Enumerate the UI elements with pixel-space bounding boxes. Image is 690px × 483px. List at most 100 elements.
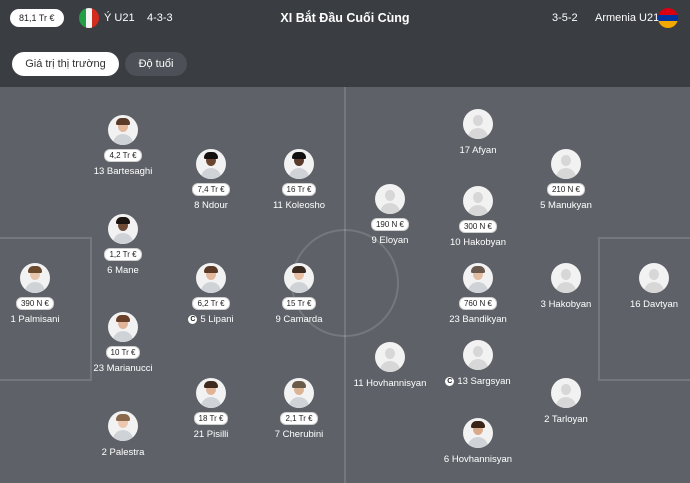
tab-age[interactable]: Độ tuổi: [125, 52, 187, 76]
captain-icon: C: [188, 315, 198, 324]
away-player-card[interactable]: 210 N € 5 Manukyan: [511, 149, 621, 211]
player-market-value: 6,2 Tr €: [192, 297, 230, 310]
player-name: 7 Cherubini: [244, 429, 354, 440]
italy-flag-icon: [79, 8, 99, 28]
player-name-label: 5 Manukyan: [540, 200, 592, 211]
player-name-label: 5 Lipani: [200, 314, 234, 325]
player-placeholder-icon: [463, 340, 493, 370]
player-name-label: 7 Cherubini: [274, 429, 324, 440]
player-photo: [108, 214, 138, 244]
home-player-card[interactable]: 16 Tr € 11 Koleosho: [244, 149, 354, 211]
player-name-label: 8 Ndour: [194, 200, 228, 211]
home-player-card[interactable]: 10 Tr € 23 Marianucci: [68, 312, 178, 374]
player-name-label: 21 Pisilli: [193, 429, 229, 440]
player-photo: [20, 263, 50, 293]
player-photo: [463, 263, 493, 293]
player-name: 1 Palmisani: [0, 314, 90, 325]
player-market-value: 390 N €: [15, 297, 55, 310]
player-name-label: 13 Sargsyan: [457, 376, 511, 387]
player-photo: [196, 263, 226, 293]
away-player-card[interactable]: 190 N € 9 Eloyan: [335, 184, 445, 246]
player-name: 5 Manukyan: [511, 200, 621, 211]
player-name: 2 Palestra: [68, 447, 178, 458]
player-market-value: 16 Tr €: [281, 183, 317, 196]
player-placeholder-icon: [375, 184, 405, 214]
home-player-card[interactable]: 7,4 Tr € 8 Ndour: [156, 149, 266, 211]
home-player-card[interactable]: 4,2 Tr € 13 Bartesaghi: [68, 115, 178, 177]
player-name-label: 10 Hakobyan: [450, 237, 506, 248]
player-market-value: 210 N €: [546, 183, 586, 196]
player-photo: [108, 115, 138, 145]
away-player-card[interactable]: 2 Tarloyan: [511, 378, 621, 425]
player-name: 16 Davtyan: [599, 299, 690, 310]
player-market-value: 760 N €: [458, 297, 498, 310]
player-photo: [196, 149, 226, 179]
away-player-card[interactable]: 300 N € 10 Hakobyan: [423, 186, 533, 248]
player-name-label: 6 Hovhannisyan: [443, 454, 513, 465]
home-team-name: Ý U21: [104, 12, 135, 24]
player-market-value: 4,2 Tr €: [104, 149, 142, 162]
player-name-label: 2 Tarloyan: [544, 414, 588, 425]
right-penalty-box: [598, 237, 690, 381]
tab-market-value[interactable]: Giá trị thị trường: [12, 52, 119, 76]
player-market-value: 300 N €: [458, 220, 498, 233]
player-placeholder-icon: [463, 109, 493, 139]
player-name: 6 Mane: [68, 265, 178, 276]
player-name: 10 Hakobyan: [423, 237, 533, 248]
player-name: 3 Hakobyan: [511, 299, 621, 310]
home-player-card[interactable]: 15 Tr €9 Camarda: [244, 263, 354, 325]
player-photo: [196, 378, 226, 408]
player-photo: [284, 378, 314, 408]
away-team-name: Armenia U21: [595, 12, 660, 24]
captain-icon: C: [445, 377, 455, 386]
player-name-label: 17 Afyan: [459, 145, 497, 156]
player-name: 11 Hovhannisyan: [335, 378, 445, 389]
player-name: 17 Afyan: [423, 145, 533, 156]
home-player-card[interactable]: 390 N € 1 Palmisani: [0, 263, 90, 325]
player-name: 23 Marianucci: [68, 363, 178, 374]
player-name-label: 11 Hovhannisyan: [353, 378, 427, 389]
player-name: 2 Tarloyan: [511, 414, 621, 425]
left-penalty-box: [0, 237, 92, 381]
player-name-label: 11 Koleosho: [272, 200, 326, 211]
away-player-card[interactable]: 17 Afyan: [423, 109, 533, 156]
player-market-value: 2,1 Tr €: [280, 412, 318, 425]
player-market-value: 190 N €: [370, 218, 410, 231]
player-name-label: 3 Hakobyan: [540, 299, 592, 310]
lineup-title: XI Bắt Đầu Cuối Cùng: [280, 11, 410, 25]
away-player-card[interactable]: 16 Davtyan: [599, 263, 690, 310]
player-placeholder-icon: [463, 186, 493, 216]
away-player-card[interactable]: 760 N € 23 Bandikyan: [423, 263, 533, 325]
player-name: 11 Koleosho: [244, 200, 354, 211]
away-player-card[interactable]: 3 Hakobyan: [511, 263, 621, 310]
player-name: 23 Bandikyan: [423, 314, 533, 325]
player-market-value: 10 Tr €: [105, 346, 141, 359]
home-market-value-badge: 81,1 Tr €: [10, 9, 64, 27]
player-name: 13 Bartesaghi: [68, 166, 178, 177]
player-market-value: 1,2 Tr €: [104, 248, 142, 261]
away-player-card[interactable]: 11 Hovhannisyan: [335, 342, 445, 389]
away-player-card[interactable]: 6 Hovhannisyan: [423, 418, 533, 465]
player-name: 9 Eloyan: [335, 235, 445, 246]
home-player-card[interactable]: 18 Tr €21 Pisilli: [156, 378, 266, 440]
home-player-card[interactable]: 2 Palestra: [68, 411, 178, 458]
player-name: 21 Pisilli: [156, 429, 266, 440]
player-placeholder-icon: [639, 263, 669, 293]
player-name-label: 16 Davtyan: [629, 299, 679, 310]
player-photo: [108, 312, 138, 342]
player-photo: [284, 263, 314, 293]
home-formation: 4-3-3: [147, 12, 173, 24]
player-name-label: 6 Mane: [107, 265, 139, 276]
home-player-card[interactable]: 1,2 Tr € 6 Mane: [68, 214, 178, 276]
player-market-value: 7,4 Tr €: [192, 183, 230, 196]
player-name-label: 23 Marianucci: [93, 363, 153, 374]
player-name-label: 23 Bandikyan: [449, 314, 507, 325]
away-formation: 3-5-2: [552, 12, 578, 24]
player-placeholder-icon: [551, 378, 581, 408]
player-name-label: 1 Palmisani: [10, 314, 60, 325]
home-player-card[interactable]: 2,1 Tr € 7 Cherubini: [244, 378, 354, 440]
